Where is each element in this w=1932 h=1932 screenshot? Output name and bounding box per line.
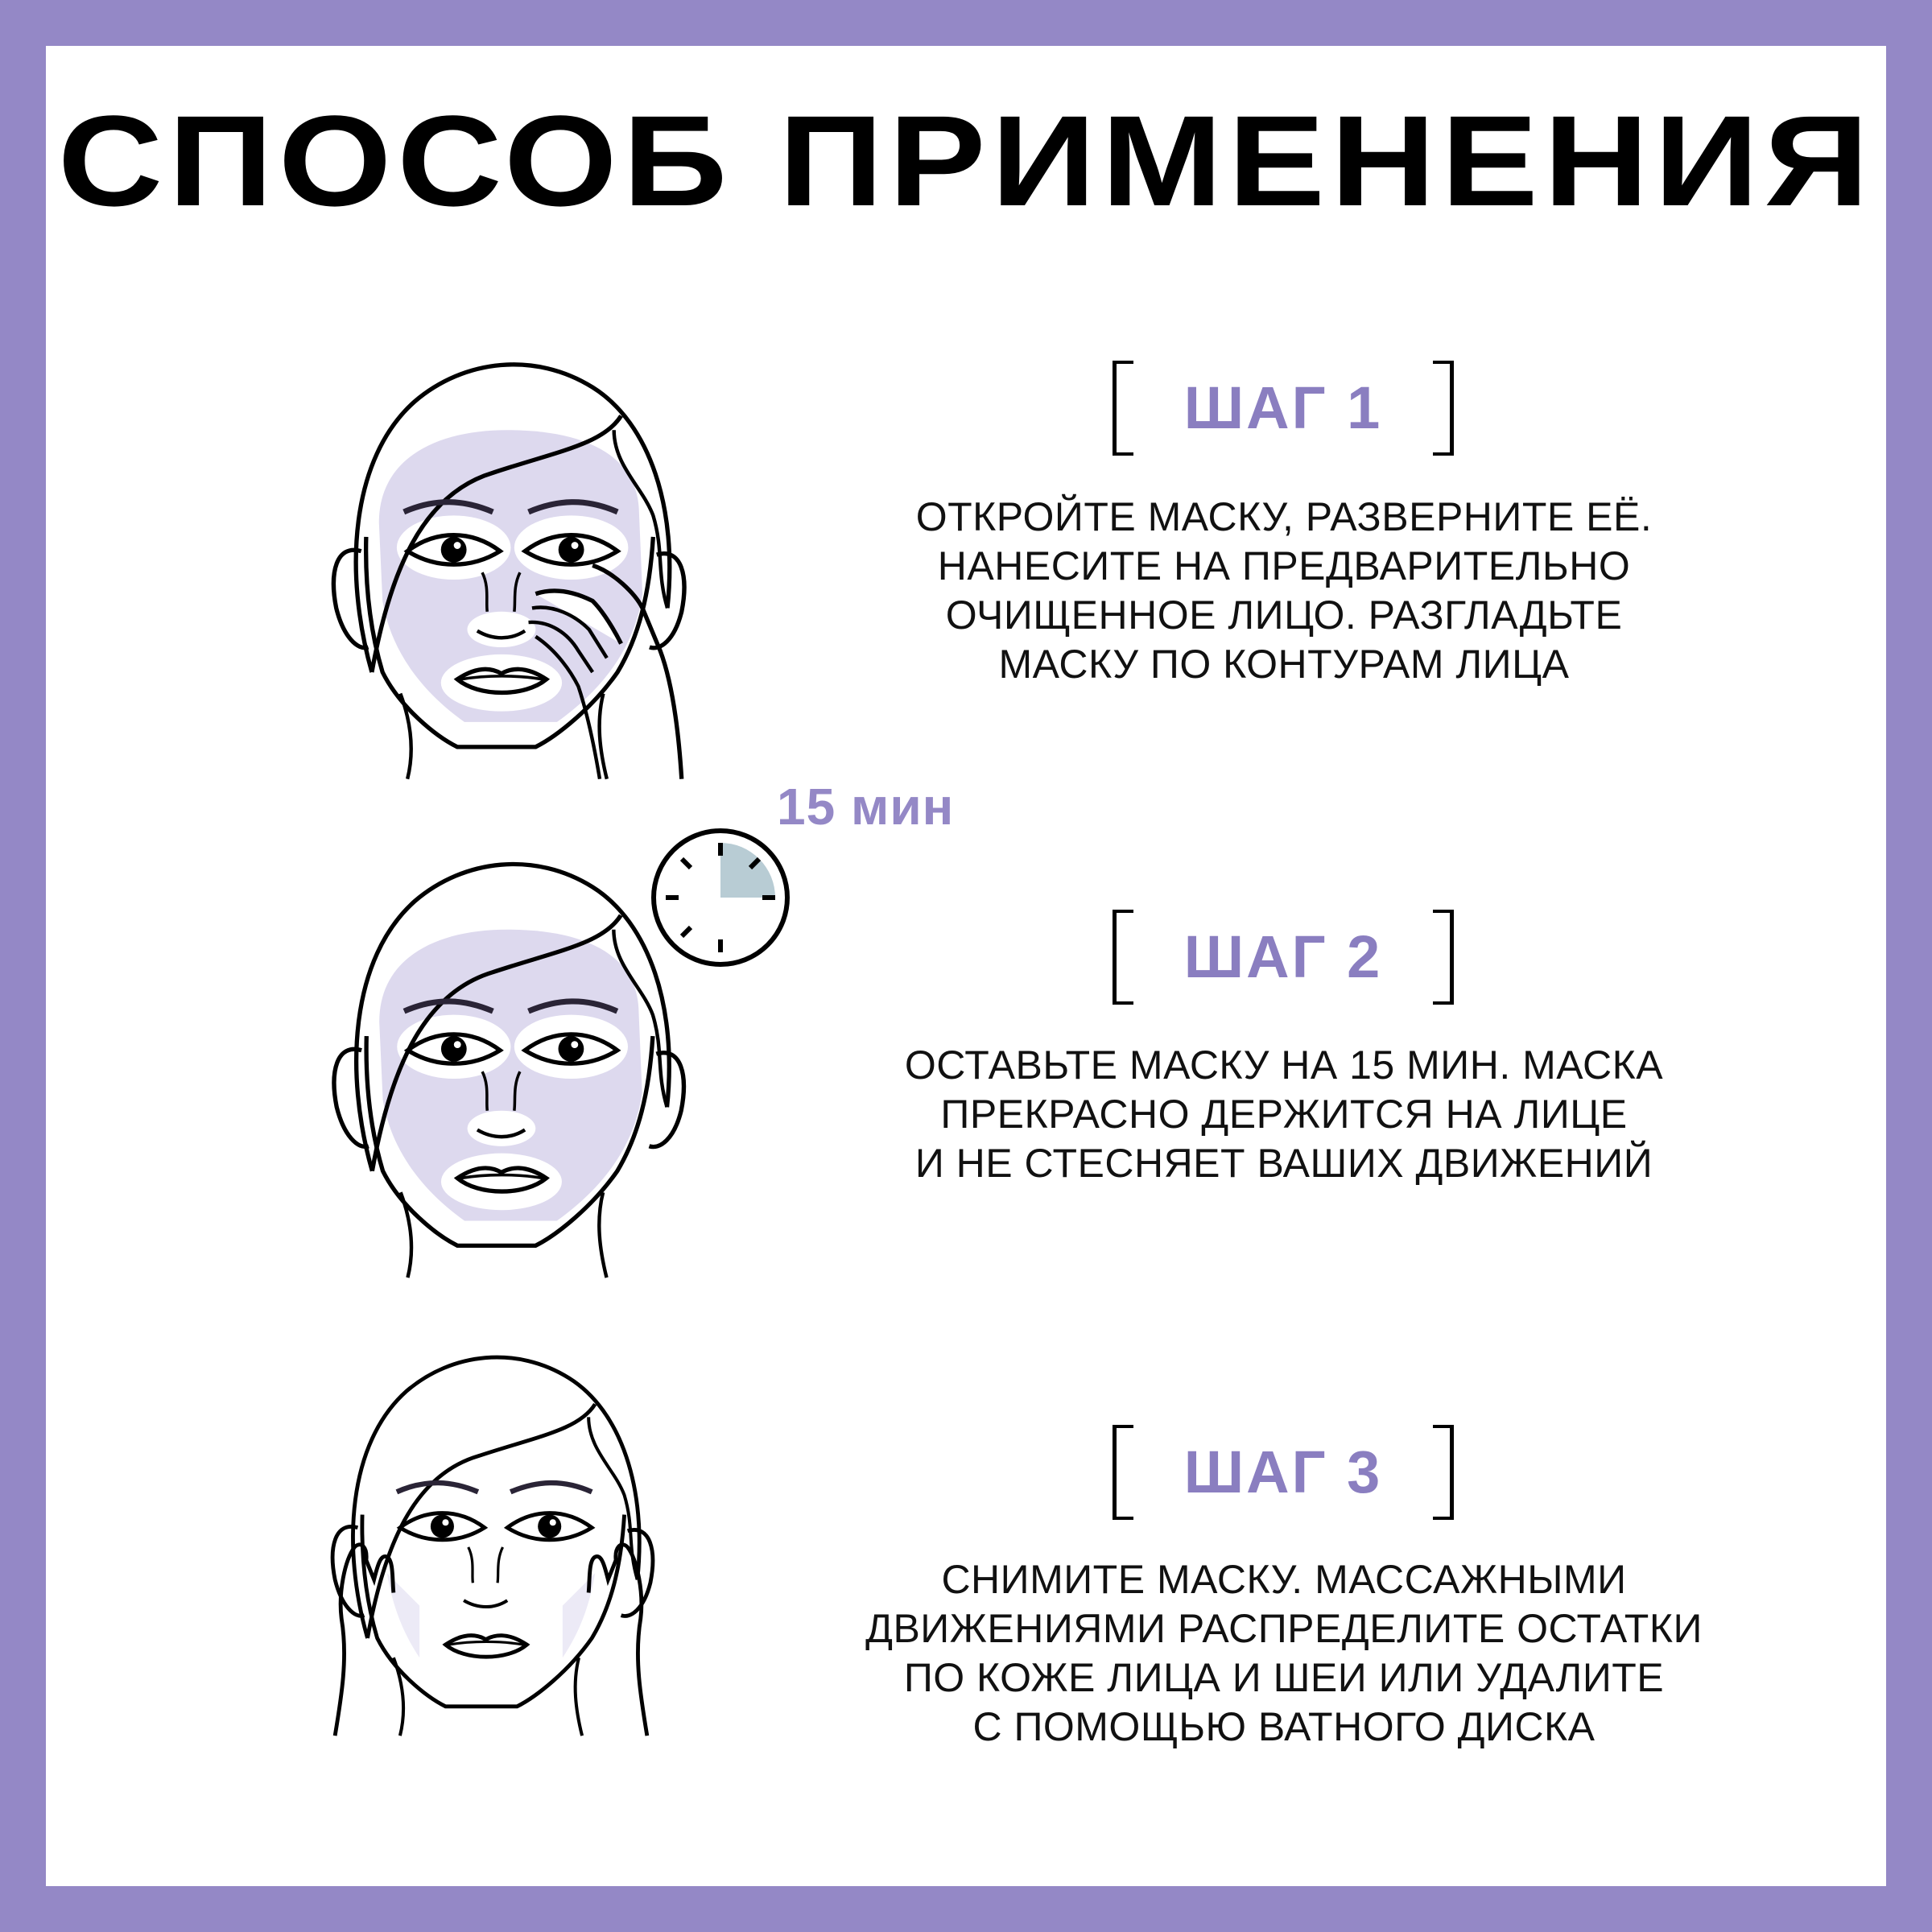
text-line: С ПОМОЩЬЮ ВАТНОГО ДИСКА (972, 1704, 1596, 1749)
step-2-header: ШАГ 2 (1113, 910, 1454, 1008)
face-with-mask-icon (322, 837, 692, 1320)
step-1-label: ШАГ 1 (1183, 374, 1383, 441)
step-1-header: ШАГ 1 (1113, 361, 1454, 459)
left-bracket-icon (1113, 1425, 1133, 1520)
step-1-text: ОТКРОЙТЕ МАСКУ, РАЗВЕРНИТЕ ЕЁ. НАНЕСИТЕ … (805, 493, 1763, 689)
step-3-label: ШАГ 3 (1183, 1439, 1383, 1505)
text-line: МАСКУ ПО КОНТУРАМ ЛИЦА (998, 642, 1570, 687)
step-2-text: ОСТАВЬТЕ МАСКУ НА 15 МИН. МАСКА ПРЕКРАСН… (805, 1041, 1763, 1188)
step-3-header: ШАГ 3 (1113, 1425, 1454, 1523)
content-panel (46, 46, 1886, 1886)
face-applying-mask-icon (322, 322, 692, 837)
text-line: НАНЕСИТЕ НА ПРЕДВАРИТЕЛЬНО (937, 543, 1631, 588)
right-bracket-icon (1433, 361, 1454, 456)
text-line: ПРЕКРАСНО ДЕРЖИТСЯ НА ЛИЦЕ (940, 1092, 1628, 1137)
text-line: ДВИЖЕНИЯМИ РАСПРЕДЕЛИТЕ ОСТАТКИ (865, 1606, 1703, 1651)
right-bracket-icon (1433, 1425, 1454, 1520)
text-line: СНИМИТЕ МАСКУ. МАССАЖНЫМИ (941, 1557, 1627, 1602)
face-massaging-icon (322, 1304, 660, 1803)
step-2-label: ШАГ 2 (1183, 923, 1383, 990)
clock-quarter-icon (651, 828, 790, 967)
step-3-text: СНИМИТЕ МАСКУ. МАССАЖНЫМИ ДВИЖЕНИЯМИ РАС… (805, 1555, 1763, 1752)
text-line: ПО КОЖЕ ЛИЦА И ШЕИ ИЛИ УДАЛИТЕ (903, 1655, 1665, 1700)
text-line: И НЕ СТЕСНЯЕТ ВАШИХ ДВИЖЕНИЙ (914, 1141, 1653, 1186)
timer-label: 15 мин (777, 778, 955, 836)
left-bracket-icon (1113, 910, 1133, 1005)
page-title: СПОСОБ ПРИМЕНЕНИЯ (57, 89, 1875, 233)
right-bracket-icon (1433, 910, 1454, 1005)
left-bracket-icon (1113, 361, 1133, 456)
text-line: ОСТАВЬТЕ МАСКУ НА 15 МИН. МАСКА (904, 1042, 1664, 1088)
text-line: ОТКРОЙТЕ МАСКУ, РАЗВЕРНИТЕ ЕЁ. (915, 494, 1653, 539)
text-line: ОЧИЩЕННОЕ ЛИЦО. РАЗГЛАДЬТЕ (945, 592, 1623, 638)
